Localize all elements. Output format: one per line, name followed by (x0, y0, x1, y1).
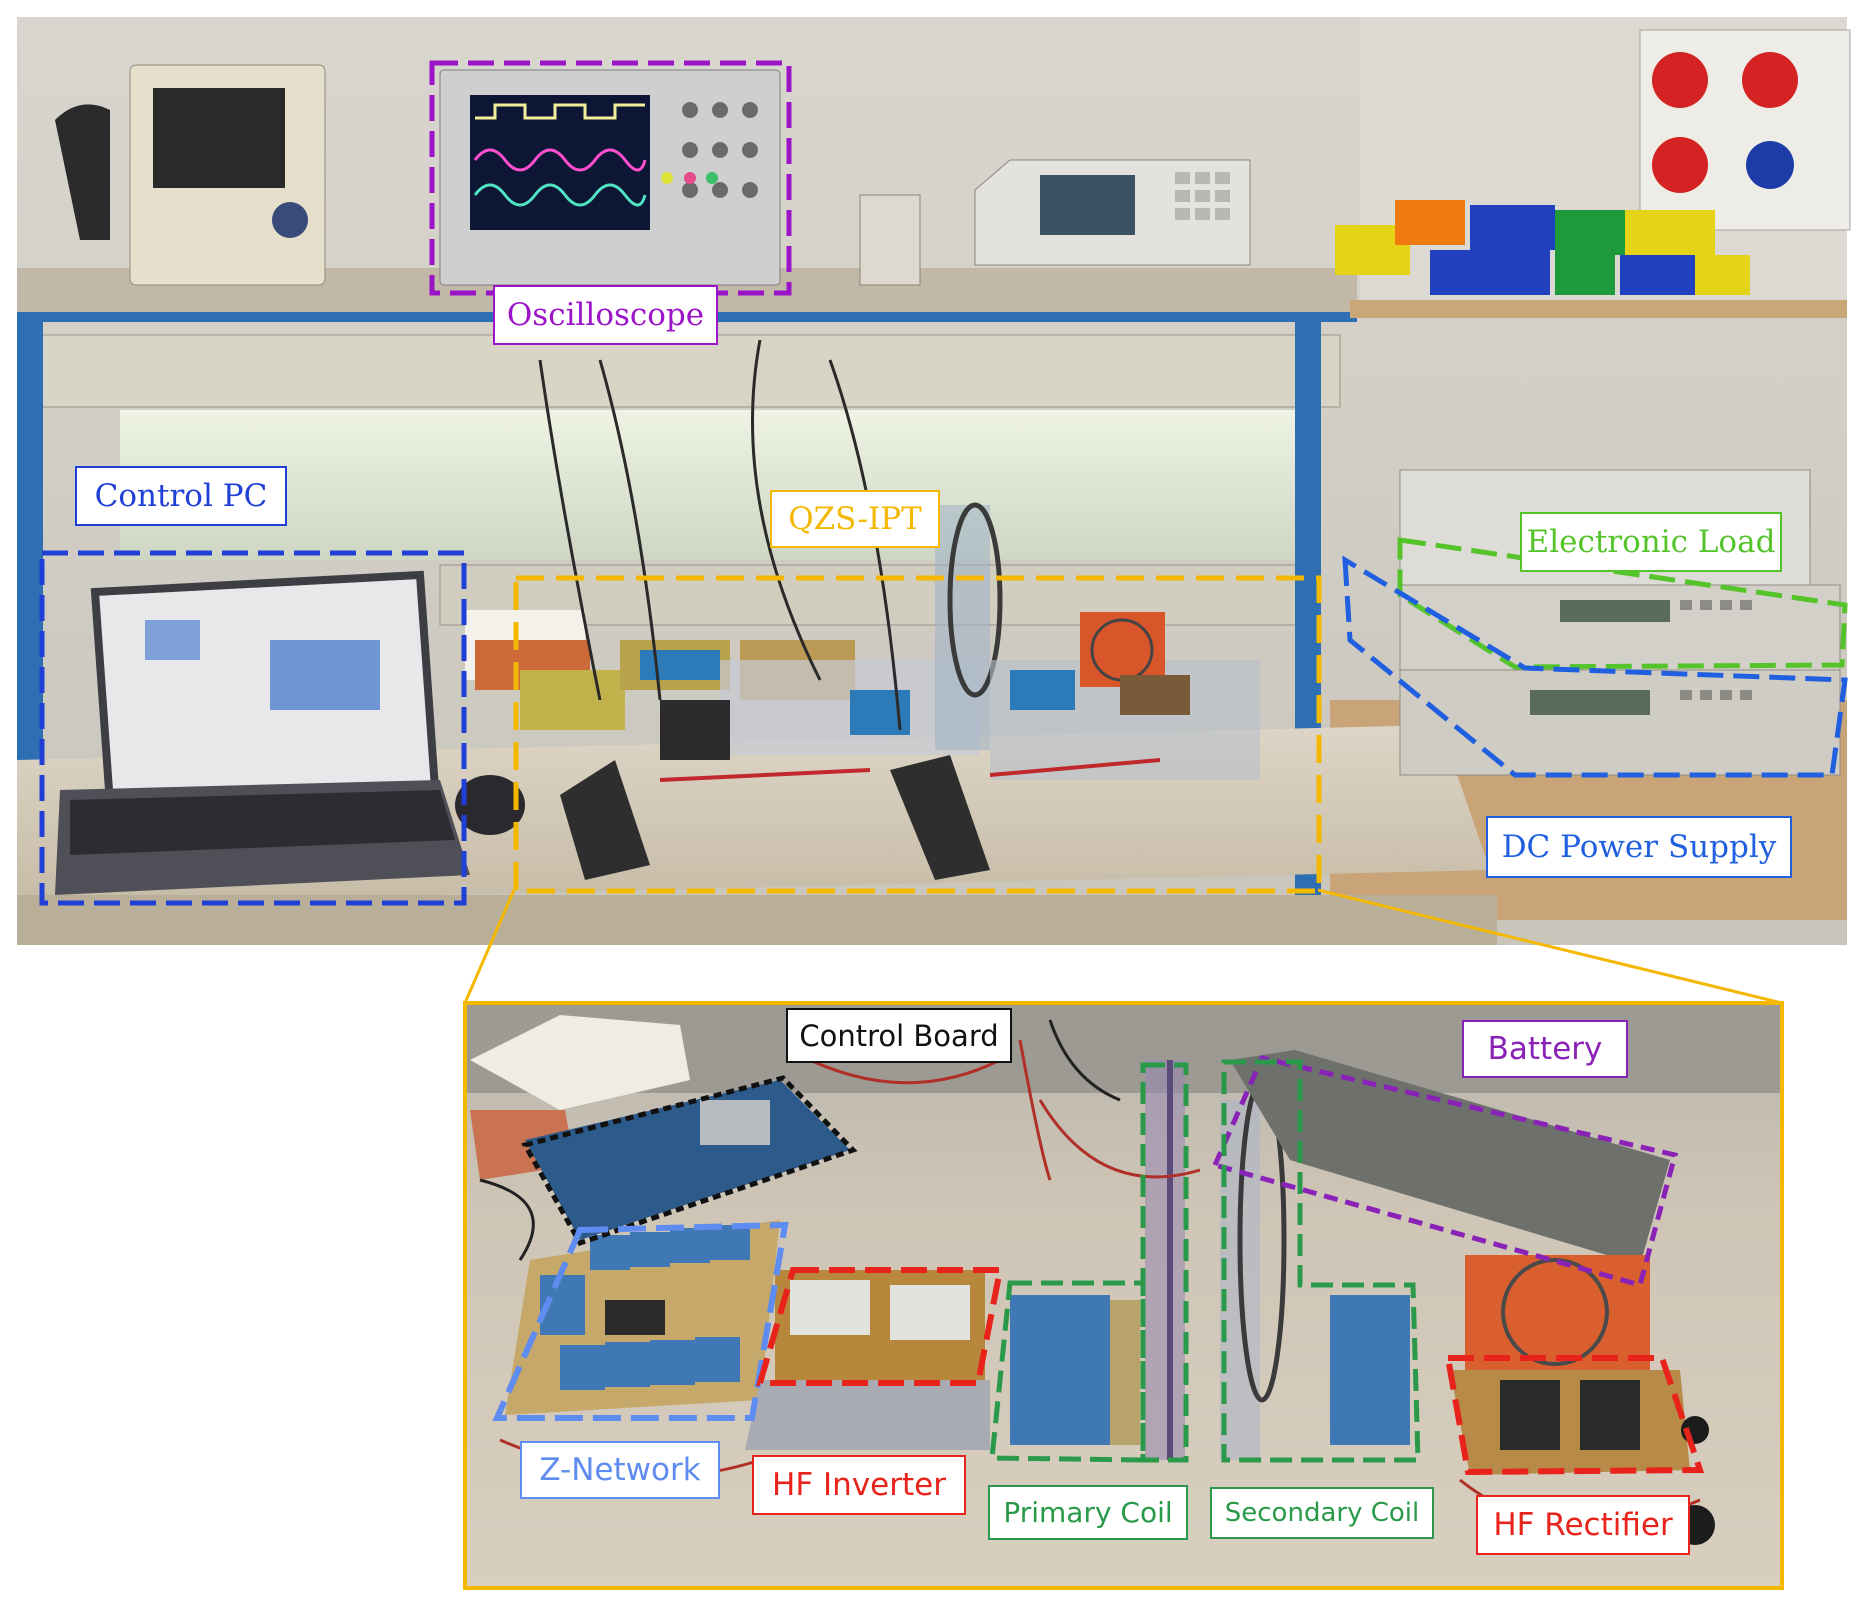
primary-coil-highlight (989, 1062, 1189, 1463)
main-photo (17, 17, 1851, 945)
qzs-ipt-label: QZS-IPT (770, 490, 940, 548)
control-board-highlight (521, 1075, 858, 1247)
hf-rectifier-highlight (1444, 1355, 1705, 1476)
battery-label: Battery (1462, 1020, 1628, 1078)
inset-connector-right (1317, 888, 1783, 1005)
secondary-coil-highlight (1221, 1059, 1421, 1463)
hf-inverter-highlight (755, 1267, 1004, 1386)
battery-highlight (1211, 1055, 1679, 1289)
control-pc-label: Control PC (75, 466, 287, 526)
dc-power-supply-highlight (1342, 555, 1848, 778)
electronic-load-label: Electronic Load (1520, 512, 1782, 572)
hf-inverter-label: HF Inverter (752, 1455, 966, 1515)
control-pc-highlight (39, 550, 467, 906)
control-board-label: Control Board (786, 1008, 1012, 1063)
z-network-highlight (492, 1221, 789, 1421)
electronic-load-highlight (1397, 537, 1848, 670)
z-network-label: Z-Network (520, 1441, 720, 1499)
secondary-coil-label: Secondary Coil (1210, 1487, 1434, 1539)
oscilloscope-label: Oscilloscope (493, 285, 718, 345)
dc-power-supply-label: DC Power Supply (1486, 816, 1792, 878)
hf-rectifier-label: HF Rectifier (1476, 1495, 1690, 1555)
inset-photo (465, 1003, 1782, 1588)
inset-frame (463, 1001, 1784, 1590)
qzs-ipt-highlight (513, 575, 1322, 894)
primary-coil-label: Primary Coil (988, 1485, 1188, 1540)
inset-connector-left (463, 889, 516, 1004)
